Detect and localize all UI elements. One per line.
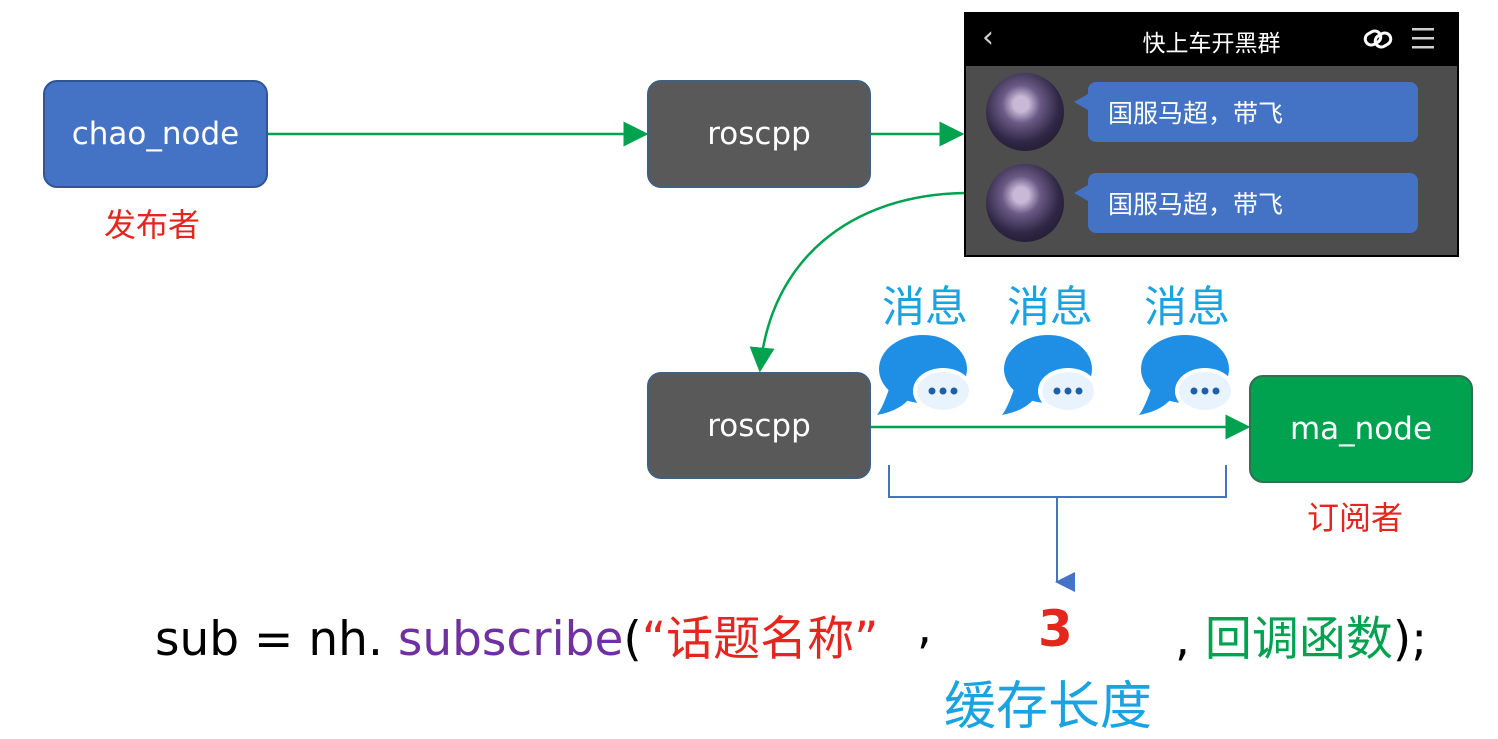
code-open-paren: ( [623, 612, 642, 667]
roscpp-subscribe-node: roscpp [647, 372, 871, 479]
chat-bubble: 国服马超，带飞 [1074, 82, 1418, 142]
queued-message-label: 消息 [1144, 283, 1230, 333]
code-topic: “话题名称” [641, 612, 879, 667]
subscriber-node-label: ma_node [1289, 411, 1433, 447]
back-icon[interactable]: ‹ [982, 20, 994, 55]
code-close: ); [1392, 612, 1428, 667]
chat-message-row: 国服马超，带飞 [966, 162, 1457, 246]
queued-message-label: 消息 [882, 283, 968, 333]
code-function: subscribe [397, 612, 624, 667]
queued-message: 消息 [1137, 273, 1237, 415]
code-queue-size: 3 [1038, 600, 1073, 658]
chat-window: ‹ 快上车开黑群 国服马超，带飞 国服马超，带飞 [964, 12, 1459, 257]
speech-bubble-icon [1002, 335, 1098, 415]
publisher-node-label: chao_node [71, 116, 240, 152]
queue-bracket [888, 465, 1227, 498]
chat-header: ‹ 快上车开黑群 [966, 14, 1457, 66]
menu-icon[interactable] [1410, 25, 1436, 51]
code-prefix: sub = nh. [155, 612, 398, 667]
code-callback: 回调函数 [1204, 612, 1393, 667]
speech-bubble-icon [877, 335, 973, 415]
chat-title: 快上车开黑群 [1142, 31, 1281, 57]
queued-message: 消息 [1000, 273, 1100, 415]
avatar [986, 164, 1064, 242]
queued-message-label: 消息 [1007, 283, 1093, 333]
subscriber-role-label: 订阅者 [1307, 499, 1404, 537]
code-line: sub = nh. subscribe(“话题名称” [155, 600, 878, 669]
subscriber-node: ma_node [1249, 375, 1473, 483]
arrow-chat-to-roscpp [749, 191, 965, 373]
code-tail-comma: , [1175, 612, 1205, 667]
queue-length-label: 缓存长度 [944, 677, 1153, 737]
avatar [986, 73, 1064, 151]
roscpp-publish-node: roscpp [647, 80, 871, 188]
publisher-node: chao_node [43, 80, 268, 188]
queued-message: 消息 [875, 273, 975, 415]
speech-bubble-icon [1139, 335, 1235, 415]
code-separator: , [917, 600, 932, 655]
roscpp-subscribe-label: roscpp [707, 407, 811, 444]
code-tail: , 回调函数); [1175, 600, 1427, 669]
link-icon[interactable] [1362, 24, 1394, 54]
roscpp-publish-label: roscpp [707, 116, 811, 152]
chat-message-row: 国服马超，带飞 [966, 71, 1457, 155]
publisher-role-label: 发布者 [104, 206, 201, 244]
chat-bubble: 国服马超，带飞 [1074, 173, 1418, 233]
